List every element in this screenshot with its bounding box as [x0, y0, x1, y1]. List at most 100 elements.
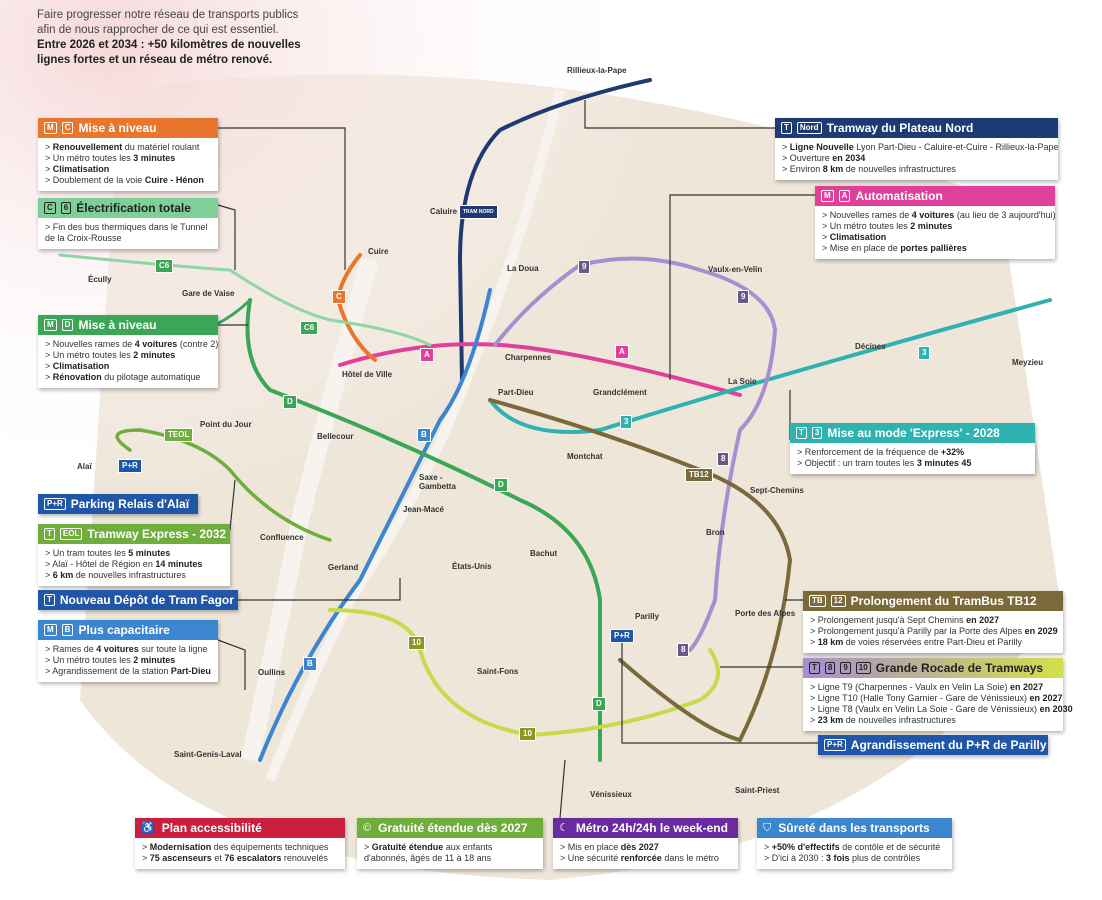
- line-label-nord: TRAM NORD: [459, 205, 498, 219]
- line-label-d: D: [494, 478, 508, 492]
- info-box-item: > Modernisation des équipements techniqu…: [142, 842, 329, 852]
- intro-text: Faire progresser notre réseau de transpo…: [37, 8, 301, 68]
- intro-headline: Entre 2026 et 2034 : +50 kilomètres de n…: [37, 39, 301, 51]
- station-label: Rillieux-la-Pape: [567, 66, 627, 75]
- line-label-t10: 10: [519, 727, 536, 741]
- station-label: Gerland: [328, 563, 359, 572]
- station-label: La Doua: [507, 264, 539, 273]
- metro-a-line: [338, 342, 742, 397]
- station-label: Hôtel de Ville: [342, 370, 393, 379]
- info-box-item: > Mis en place dès 2027: [560, 842, 659, 852]
- line-label-b: B: [303, 657, 317, 671]
- info-box-header: ♿Plan accessibilité: [135, 818, 345, 838]
- station-label: Sept-Chemins: [750, 486, 804, 495]
- line-tag: C: [61, 122, 74, 134]
- line-label-t10: 10: [408, 636, 425, 650]
- info-box-item: > Un métro toutes les 2 minutes: [822, 221, 953, 231]
- line-tag: 3: [811, 427, 823, 439]
- station-label: Jean-Macé: [403, 505, 444, 514]
- gratuite-icon: ©: [363, 821, 372, 834]
- info-box-item: > Un métro toutes les 2 minutes: [45, 350, 176, 360]
- info-box-gratuite: ©Gratuité étendue dès 2027 > Gratuité éte…: [357, 818, 543, 869]
- info-box-access: ♿Plan accessibilité > Modernisation des é…: [135, 818, 345, 869]
- info-box-title: Tramway Express - 2032: [87, 526, 227, 541]
- line-tag: 6: [60, 202, 72, 214]
- info-box-title: Automatisation: [855, 188, 943, 203]
- info-box-item: > Mise en place de portes pallières: [822, 243, 967, 253]
- info-box-item: > Rénovation du pilotage automatique: [45, 372, 201, 382]
- station-label: Alaï: [77, 462, 92, 471]
- info-box-item: > D'ici à 2030 : 3 fois plus de contrôle…: [764, 853, 921, 863]
- info-box-title: Mise à niveau: [78, 120, 157, 135]
- metro-d-line: [245, 298, 602, 762]
- info-box-title: Électrification totale: [76, 200, 191, 215]
- station-label: Point du Jour: [200, 420, 252, 429]
- info-box-surete: ⛉Sûreté dans les transports> +50% d'effe…: [757, 818, 952, 869]
- info-box-title: Plan accessibilité: [161, 820, 262, 835]
- station-label: Gare de Vaise: [182, 289, 235, 298]
- info-box-item: de la Croix-Rousse: [45, 233, 122, 243]
- info-box-item: > Nouvelles rames de 4 voitures (au lieu…: [822, 210, 1056, 220]
- line-label-eol: TEOL: [164, 428, 194, 442]
- info-box-item: > Rames de 4 voitures sur toute la ligne: [45, 644, 208, 654]
- intro-line: afin de nous rapprocher de ce qui est es…: [37, 24, 279, 36]
- info-box-item: d'abonnés, âgés de 11 à 18 ans: [364, 853, 492, 863]
- line-label-tb12: TB12: [685, 468, 713, 482]
- line-tag: D: [61, 319, 74, 331]
- line-label-t8: 8: [677, 643, 690, 657]
- info-box-item: > Ligne T8 (Vaulx en Velin La Soie - Gar…: [810, 704, 1073, 714]
- station-label: Écully: [88, 275, 112, 284]
- station-label: Saint-Genis-Laval: [174, 750, 242, 759]
- info-box-title: Mise au mode 'Express' - 2028: [827, 425, 1000, 440]
- line-tag: C: [44, 202, 56, 214]
- station-label: Part-Dieu: [498, 388, 534, 397]
- info-box-header: ☾ Métro 24h/24h le week-end: [553, 818, 738, 838]
- line-tag: T: [44, 594, 55, 606]
- station-label: Oullins: [258, 668, 286, 677]
- line-tag: T: [796, 427, 807, 439]
- line-tag: Nord: [796, 122, 822, 134]
- station-label: Grandclément: [593, 388, 647, 397]
- line-label-t3: 3: [918, 346, 931, 360]
- station-label: Meyzieu: [1012, 358, 1044, 367]
- station-label: Vénissieux: [590, 790, 632, 799]
- line-tag: 10: [855, 662, 871, 674]
- station-label: Décines: [855, 342, 886, 351]
- t3-line: [488, 298, 1052, 434]
- line-tag: T: [781, 122, 792, 134]
- info-box-item: > 75 ascenseurs et 76 escalators renouve…: [142, 853, 328, 863]
- info-box-title: Prolongement du TramBus TB12: [850, 593, 1037, 608]
- info-box-item: > Alaï - Hôtel de Région en 14 minutes: [45, 559, 203, 569]
- info-box-item: > +50% d'effectifs de contôle et de sécu…: [764, 842, 941, 852]
- line-label-c6: C6: [300, 321, 319, 335]
- info-box-title: Métro 24h/24h le week-end: [575, 820, 728, 835]
- teol-line: [115, 428, 332, 542]
- info-box-item: > Prolongement jusqu'à Parilly par la Po…: [810, 626, 1058, 636]
- info-box-item: > Une sécurité renforcée dans le métro: [560, 853, 719, 863]
- intro-line: Faire progresser notre réseau de transpo…: [37, 9, 299, 21]
- info-box-item: > Doublement de la voie Cuire - Hénon: [45, 175, 204, 185]
- info-box-header: ©Gratuité étendue dès 2027: [357, 818, 543, 838]
- nuit-icon: ☾: [559, 821, 569, 834]
- info-box-item: > Environ 8 km de nouvelles infrastructu…: [782, 164, 956, 174]
- info-box-item: > Un métro toutes les 3 minutes: [45, 153, 176, 163]
- line-label-c: C: [332, 290, 346, 304]
- info-box-item: > 23 km de nouvelles infrastructures: [810, 715, 956, 725]
- info-box-item: > Agrandissement de la station Part-Dieu: [45, 666, 211, 676]
- station-label: Charpennes: [505, 353, 552, 362]
- info-box-item: > Gratuité étendue aux enfants: [364, 842, 493, 852]
- info-box-item: > 18 km de voies réservées entre Part-Di…: [810, 637, 1022, 647]
